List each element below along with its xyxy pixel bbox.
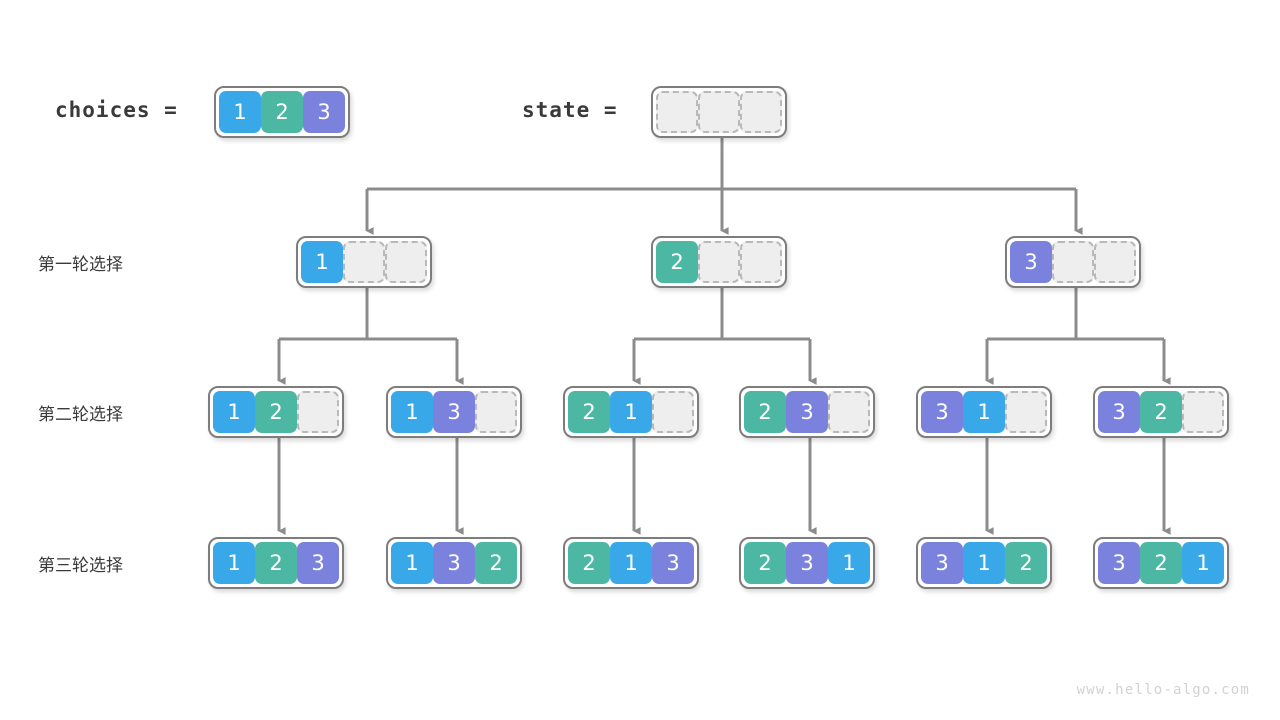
- array-cell: 3: [303, 91, 345, 133]
- round2-node: 2 1: [563, 386, 699, 438]
- round1-node: 1: [296, 236, 432, 288]
- array-cell: [1005, 391, 1047, 433]
- array-cell: 1: [610, 542, 652, 584]
- array-cell: [475, 391, 517, 433]
- array-cell: 2: [744, 391, 786, 433]
- array-cell: 1: [391, 542, 433, 584]
- array-cell: 1: [391, 391, 433, 433]
- array-cell: [828, 391, 870, 433]
- state-label: state =: [522, 98, 618, 122]
- array-cell: 1: [213, 542, 255, 584]
- round3-node: 1 2 3: [208, 537, 344, 589]
- array-cell: 2: [1140, 391, 1182, 433]
- row-label-round-1: 第一轮选择: [38, 255, 123, 275]
- row-label-round-2: 第二轮选择: [38, 405, 123, 425]
- row-label-round-3: 第三轮选择: [38, 556, 123, 576]
- round2-node: 2 3: [739, 386, 875, 438]
- array-cell: 3: [786, 542, 828, 584]
- round3-node: 2 3 1: [739, 537, 875, 589]
- array-cell: 3: [652, 542, 694, 584]
- array-cell: 1: [963, 542, 1005, 584]
- array-cell: 2: [656, 241, 698, 283]
- array-cell: 1: [828, 542, 870, 584]
- watermark: www.hello-algo.com: [1076, 682, 1250, 698]
- array-cell: 3: [1098, 391, 1140, 433]
- array-cell: 3: [297, 542, 339, 584]
- round3-node: 3 1 2: [916, 537, 1052, 589]
- array-cell: [297, 391, 339, 433]
- array-cell: [1052, 241, 1094, 283]
- array-cell: [1182, 391, 1224, 433]
- array-cell: 1: [610, 391, 652, 433]
- round3-node: 2 1 3: [563, 537, 699, 589]
- choices-label: choices =: [55, 98, 178, 122]
- array-cell: [1094, 241, 1136, 283]
- array-cell: 2: [1140, 542, 1182, 584]
- array-cell: 3: [433, 391, 475, 433]
- array-cell: 2: [744, 542, 786, 584]
- round1-node: 2: [651, 236, 787, 288]
- array-cell: 1: [213, 391, 255, 433]
- round1-node: 3: [1005, 236, 1141, 288]
- array-cell: [698, 241, 740, 283]
- array-cell: 2: [255, 542, 297, 584]
- array-cell: 2: [475, 542, 517, 584]
- array-cell: 2: [568, 542, 610, 584]
- array-cell: [656, 91, 698, 133]
- array-cell: 3: [921, 542, 963, 584]
- array-cell: 3: [786, 391, 828, 433]
- array-cell: 3: [433, 542, 475, 584]
- array-cell: 2: [255, 391, 297, 433]
- array-cell: 2: [261, 91, 303, 133]
- round3-node: 3 2 1: [1093, 537, 1229, 589]
- array-cell: [652, 391, 694, 433]
- array-cell: 1: [301, 241, 343, 283]
- round3-node: 1 3 2: [386, 537, 522, 589]
- array-cell: 3: [1098, 542, 1140, 584]
- array-cell: 3: [921, 391, 963, 433]
- array-cell: [385, 241, 427, 283]
- array-cell: 1: [963, 391, 1005, 433]
- array-cell: 1: [219, 91, 261, 133]
- array-cell: 1: [1182, 542, 1224, 584]
- round2-node: 3 1: [916, 386, 1052, 438]
- array-cell: 2: [1005, 542, 1047, 584]
- array-cell: 3: [1010, 241, 1052, 283]
- array-cell: [740, 241, 782, 283]
- array-cell: [740, 91, 782, 133]
- state-array: [651, 86, 787, 138]
- choices-array: 1 2 3: [214, 86, 350, 138]
- round2-node: 1 2: [208, 386, 344, 438]
- array-cell: [343, 241, 385, 283]
- round2-node: 1 3: [386, 386, 522, 438]
- array-cell: [698, 91, 740, 133]
- array-cell: 2: [568, 391, 610, 433]
- round2-node: 3 2: [1093, 386, 1229, 438]
